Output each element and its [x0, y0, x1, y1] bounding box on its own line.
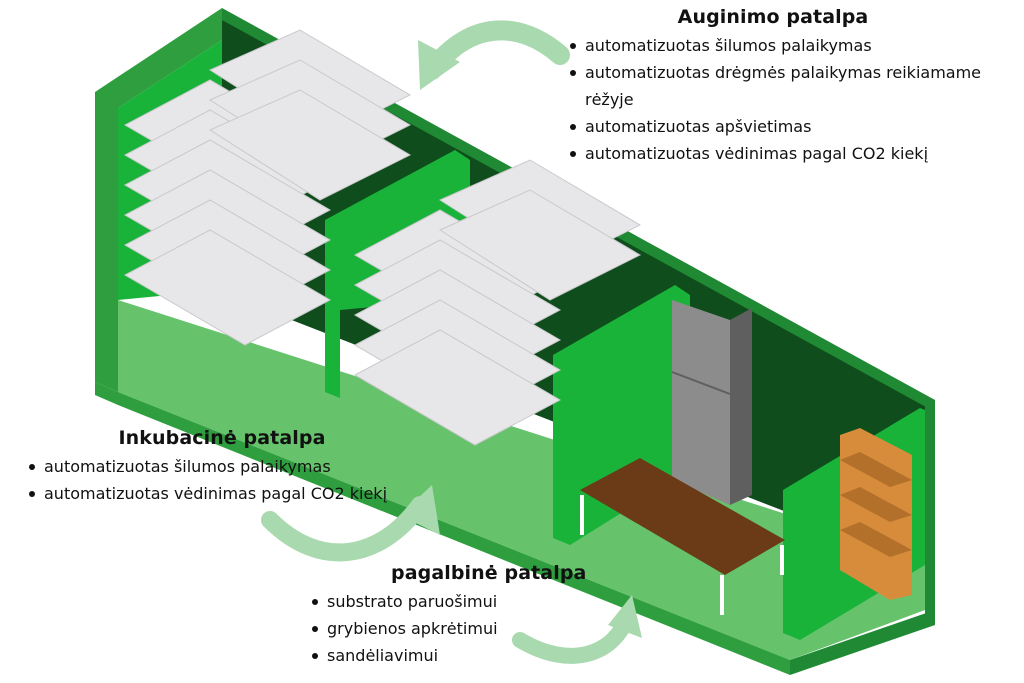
container-bottom-rail [95, 382, 790, 675]
container-right-end [925, 405, 935, 620]
container-left-end [95, 8, 222, 392]
callout-utility-room: pagalbinė patalpa substrato paruošimui g… [305, 562, 625, 669]
list-item: automatizuotas vėdinimas pagal CO2 kiekį [570, 140, 983, 167]
callout-list: automatizuotas šilumos palaikymas automa… [22, 453, 422, 507]
list-item: automatizuotas šilumos palaikymas [570, 32, 983, 59]
list-item: automatizuotas drėgmės palaikymas reikia… [570, 59, 983, 113]
list-item: grybienos apkrėtimui [312, 615, 625, 642]
list-item: substrato paruošimui [312, 588, 625, 615]
list-item: automatizuotas šilumos palaikymas [29, 453, 422, 480]
callout-growing-room: Auginimo patalpa automatizuotas šilumos … [563, 6, 983, 167]
arrow-growing [418, 20, 570, 90]
growing-room-racks [123, 29, 412, 346]
callout-title: Auginimo patalpa [677, 6, 869, 28]
callout-title: pagalbinė patalpa [391, 562, 587, 584]
fridge [671, 300, 752, 505]
callout-list: substrato paruošimui grybienos apkrėtimu… [305, 588, 625, 669]
list-item: sandėliavimui [312, 642, 625, 669]
work-table [580, 458, 785, 615]
arrow-utility [512, 595, 642, 664]
container-bottom-right-rail [790, 610, 935, 675]
callout-list: automatizuotas šilumos palaikymas automa… [563, 32, 983, 167]
arrow-incubation [261, 485, 440, 562]
list-item: automatizuotas apšvietimas [570, 113, 983, 140]
wooden-shelf [840, 428, 912, 600]
callout-incubation-room: Inkubacinė patalpa automatizuotas šilumo… [22, 427, 422, 507]
list-item: automatizuotas vėdinimas pagal CO2 kiekį [29, 480, 422, 507]
callout-title: Inkubacinė patalpa [118, 427, 326, 449]
incubation-room-racks [353, 159, 642, 446]
